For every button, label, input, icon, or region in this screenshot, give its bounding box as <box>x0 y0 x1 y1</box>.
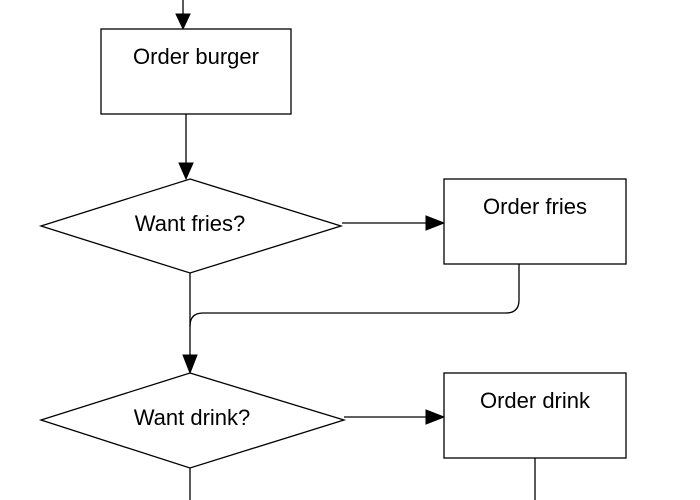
edge-want-fries-to-want-drink <box>182 273 198 375</box>
node-order-burger[interactable]: Order burger <box>100 28 292 115</box>
arrowhead-icon <box>175 13 191 31</box>
node-label-want-drink: Want drink? <box>134 405 251 430</box>
edge-order-fries-to-want-drink <box>189 264 520 327</box>
arrowhead-icon <box>178 162 194 181</box>
node-label-order-burger: Order burger <box>133 44 259 69</box>
arrowhead-icon <box>425 409 446 425</box>
edge-order-burger-to-want-fries <box>178 114 194 181</box>
edge-want-fries-to-order-fries <box>342 215 446 231</box>
node-want-drink[interactable]: Want drink? <box>38 372 347 469</box>
node-order-fries[interactable]: Order fries <box>443 178 627 265</box>
node-label-order-drink: Order drink <box>480 388 591 413</box>
arrowhead-icon <box>182 354 198 375</box>
node-order-drink[interactable]: Order drink <box>443 372 627 459</box>
process-box <box>443 372 627 459</box>
arrowhead-icon <box>425 215 446 231</box>
node-label-order-fries: Order fries <box>483 194 587 219</box>
node-want-fries[interactable]: Want fries? <box>38 178 344 274</box>
edge-want-drink-to-order-drink <box>344 409 446 425</box>
edge-entry-to-order-burger <box>175 0 191 31</box>
process-box <box>100 28 292 115</box>
node-label-want-fries: Want fries? <box>135 211 245 236</box>
process-box <box>443 178 627 265</box>
